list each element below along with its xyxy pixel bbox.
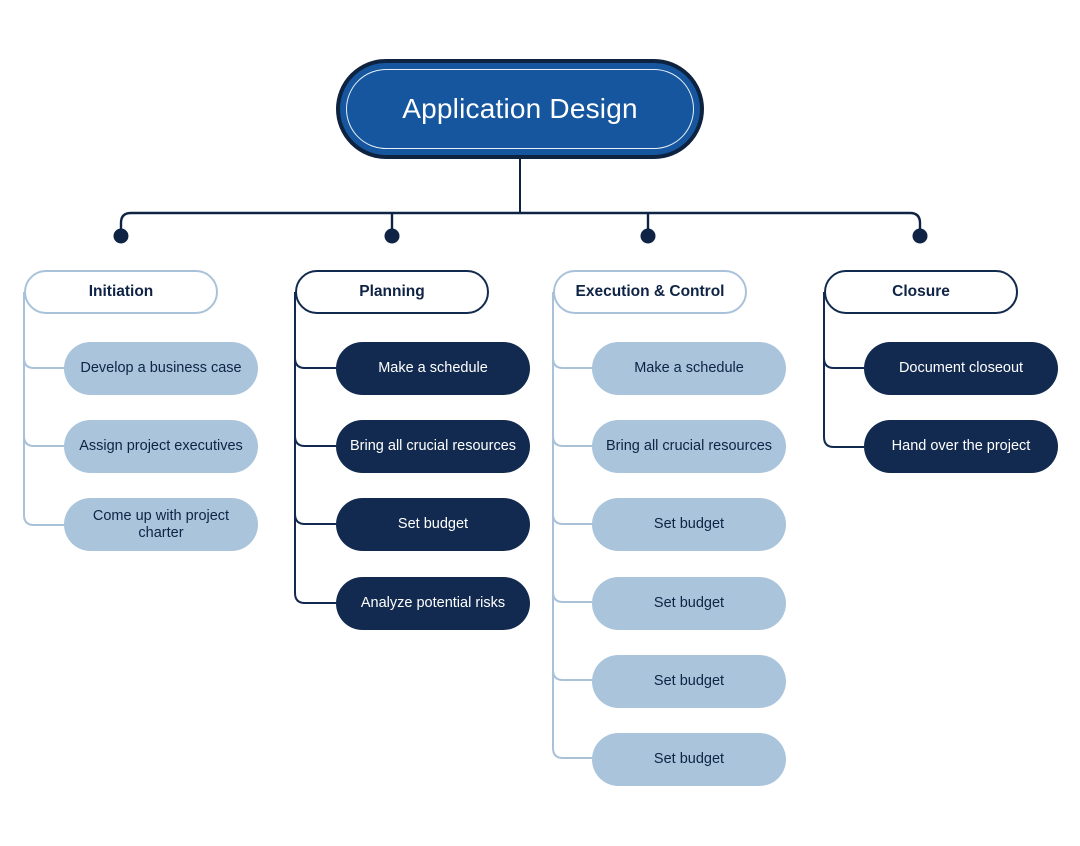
- distribution-bus-line: [119, 211, 922, 233]
- connector-dot-closure: [912, 228, 928, 244]
- column-header-planning-label: Planning: [359, 283, 425, 301]
- node-initiation-child-2[interactable]: Assign project executives: [64, 420, 258, 473]
- node-execution-child-6[interactable]: Set budget: [592, 733, 786, 786]
- column-header-closure-label: Closure: [892, 283, 950, 301]
- spine-initiation: [23, 292, 64, 526]
- node-planning-child-3[interactable]: Set budget: [336, 498, 530, 551]
- connector-dot-execution: [640, 228, 656, 244]
- column-header-closure[interactable]: Closure: [824, 270, 1018, 314]
- node-initiation-child-3-label: Come up with project charter: [92, 508, 230, 541]
- node-closure-child-1-label: Document closeout: [898, 360, 1024, 377]
- node-initiation-child-1[interactable]: Develop a business case: [64, 342, 258, 395]
- node-execution-child-5-label: Set budget: [653, 673, 725, 690]
- node-execution-child-3-label: Set budget: [653, 516, 725, 533]
- branch-closure-1: [823, 357, 864, 369]
- node-execution-child-6-label: Set budget: [653, 751, 725, 768]
- node-planning-child-2-label: Bring all crucial resources: [350, 438, 517, 455]
- node-planning-child-1-label: Make a schedule: [378, 360, 488, 377]
- spine-execution: [552, 292, 592, 759]
- node-execution-child-2[interactable]: Bring all crucial resources: [592, 420, 786, 473]
- branch-planning-1: [294, 357, 336, 369]
- node-closure-child-2-label: Hand over the project: [891, 438, 1031, 455]
- connector-dot-planning: [384, 228, 400, 244]
- root-node-application-design[interactable]: Application Design: [336, 59, 704, 159]
- column-header-execution-and-control[interactable]: Execution & Control: [553, 270, 747, 314]
- node-initiation-child-1-label: Develop a business case: [80, 360, 242, 377]
- node-planning-child-2[interactable]: Bring all crucial resources: [336, 420, 530, 473]
- branch-execution-5: [552, 669, 592, 681]
- branch-planning-3: [294, 513, 336, 525]
- node-execution-child-2-label: Bring all crucial resources: [606, 438, 773, 455]
- branch-initiation-2: [23, 435, 64, 447]
- node-execution-child-1[interactable]: Make a schedule: [592, 342, 786, 395]
- node-closure-child-2[interactable]: Hand over the project: [864, 420, 1058, 473]
- column-header-initiation-label: Initiation: [88, 283, 154, 301]
- node-planning-child-4-label: Analyze potential risks: [360, 595, 506, 612]
- spine-closure: [823, 292, 864, 448]
- branch-execution-2: [552, 435, 592, 447]
- node-planning-child-3-label: Set budget: [397, 516, 469, 533]
- node-execution-child-1-label: Make a schedule: [634, 360, 744, 377]
- spine-planning: [294, 292, 336, 604]
- branch-planning-2: [294, 435, 336, 447]
- branch-execution-4: [552, 591, 592, 603]
- branch-initiation-1: [23, 357, 64, 369]
- node-execution-child-5[interactable]: Set budget: [592, 655, 786, 708]
- node-initiation-child-2-label: Assign project executives: [79, 438, 243, 455]
- node-initiation-child-3[interactable]: Come up with project charter: [64, 498, 258, 551]
- node-closure-child-1[interactable]: Document closeout: [864, 342, 1058, 395]
- connector-dot-initiation: [113, 228, 129, 244]
- node-execution-child-4[interactable]: Set budget: [592, 577, 786, 630]
- node-execution-child-4-label: Set budget: [653, 595, 725, 612]
- node-execution-child-3[interactable]: Set budget: [592, 498, 786, 551]
- node-planning-child-4[interactable]: Analyze potential risks: [336, 577, 530, 630]
- branch-execution-1: [552, 357, 592, 369]
- column-header-initiation[interactable]: Initiation: [24, 270, 218, 314]
- root-node-label: Application Design: [402, 93, 638, 124]
- column-header-planning[interactable]: Planning: [295, 270, 489, 314]
- node-planning-child-1[interactable]: Make a schedule: [336, 342, 530, 395]
- column-header-execution-and-control-label: Execution & Control: [575, 283, 725, 301]
- branch-execution-3: [552, 513, 592, 525]
